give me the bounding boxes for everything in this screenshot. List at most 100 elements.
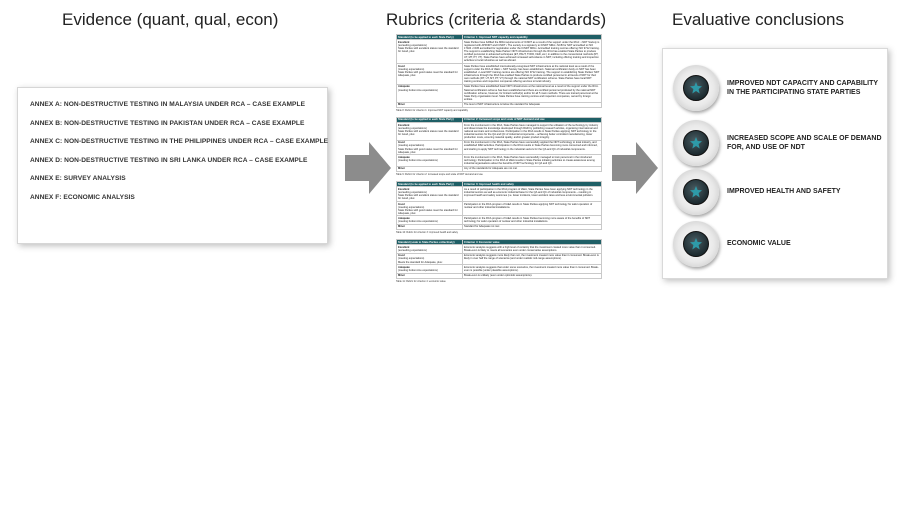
right-arrow-icon (612, 142, 658, 194)
annex-d: ANNEX D: NON-DESTRUCTIVE TESTING IN SRI … (30, 156, 308, 164)
criterion-text: As a result of participation in the RCA … (462, 186, 602, 202)
table-caption: Table 9: Rubric for criterion 2: increas… (396, 173, 483, 177)
level-label: Excellent (398, 40, 410, 44)
table-row: Good(meeting expectations)State Parties … (396, 200, 602, 217)
table-caption: Table 8: Rubric for criterion 1: improve… (396, 108, 468, 112)
criterion-text: Any of the standards for Adequate are no… (462, 165, 602, 173)
rubric-table-criterion-4: Standard (scale to State Parties collect… (396, 239, 602, 279)
table-header-cell: Criterion 4: Economic value (462, 239, 602, 246)
annex-c: ANNEX C: NON-DESTRUCTIVE TESTING IN THE … (30, 138, 329, 146)
level-note: State Parties with excellent status meet… (398, 47, 459, 54)
table-header-cell: Criterion 2: Increased scope and scale o… (462, 116, 602, 124)
level-label: Good (398, 202, 405, 206)
criterion-text: From the involvement in the RCA, State P… (462, 139, 602, 156)
annex-e: ANNEX E: SURVEY ANALYSIS (30, 175, 126, 183)
level-label: Minor (398, 167, 406, 171)
level-sub: (meeting bottom-line expectations) (398, 88, 438, 92)
medal-badge-icon (673, 169, 719, 215)
level-label: Adequate (398, 85, 410, 89)
level-note: State Parties with excellent status meet… (398, 129, 459, 136)
level-sub: (meeting bottom-line expectations) (398, 268, 438, 272)
table-row: Excellent(exceeding expectations)State P… (396, 122, 602, 141)
table-row: Good(meeting expectations)Meets the stan… (396, 252, 602, 266)
level-sub: (exceeding expectations) (398, 43, 427, 47)
level-label: Excellent (398, 123, 410, 127)
level-label: Excellent (398, 187, 410, 191)
medal-badge-icon (673, 120, 719, 166)
conclusion-item: IMPROVED HEALTH AND SAFETY (673, 169, 885, 215)
conclusions-title: Evaluative conclusions (672, 10, 844, 29)
conclusion-label: IMPROVED HEALTH AND SAFETY (727, 188, 841, 196)
level-label: Minor (398, 274, 406, 278)
table-row: Excellent(exceeding expectations)State P… (396, 186, 602, 202)
conclusion-item: INCREASED SCOPE AND SCALE OF DEMAND FOR,… (673, 120, 885, 166)
level-sub: (exceeding expectations) (398, 191, 427, 195)
level-sub: (exceeding expectations) (398, 126, 427, 130)
conclusion-item: IMPROVED NDT CAPACITY AND CAPABILITY IN … (673, 65, 885, 111)
level-label: Adequate (398, 265, 410, 269)
level-note: State Parties with excellent status meet… (398, 194, 459, 201)
level-sub: (meeting expectations) (398, 67, 425, 71)
table-header-cell: Criterion 1: Improved NDT capacity and c… (462, 34, 602, 41)
level-label: Good (398, 64, 405, 68)
level-label: Minor (398, 225, 406, 229)
level-label: Good (398, 254, 405, 258)
criterion-text: Break-even is unlikely (even under optim… (462, 272, 602, 279)
evidence-panel: ANNEX A: NON-DESTRUCTIVE TESTING IN MALA… (17, 87, 328, 244)
level-note: State Parties with good status meet the … (398, 208, 458, 215)
criterion-text: From the involvement in the RCA, State P… (462, 154, 602, 167)
table-row: Adequate(meeting bottom-line expectation… (396, 154, 602, 167)
table-row: Good(meeting expectations)State Parties … (396, 63, 602, 85)
table-row: Adequate(meeting bottom-line expectation… (396, 83, 602, 103)
level-sub: (exceeding expectations) (398, 249, 427, 253)
level-note: Meets the standard for Adequate, plus: (398, 260, 443, 264)
right-arrow-icon (345, 142, 391, 194)
table-header-cell: Criterion 3: Improved health and safety (462, 181, 602, 188)
medal-badge-icon (673, 65, 719, 111)
table-row: Minor Standard for Adequate not met (396, 223, 602, 231)
criterion-text: Participation in the RCA program of IAEA… (462, 215, 602, 225)
criterion-text: Standard for Adequate not met (462, 223, 602, 231)
criterion-text: State Parties have established basic NDT… (462, 83, 602, 103)
table-row: Adequate(meeting bottom-line expectation… (396, 215, 602, 225)
level-label: Adequate (398, 217, 410, 221)
table-row: Excellent(exceeding expectations)State P… (396, 39, 602, 65)
level-sub: (meeting expectations) (398, 205, 425, 209)
criterion-text: State Parties have established internati… (462, 63, 602, 85)
table-row: Minor The level of NDT infrastructure is… (396, 101, 602, 108)
rubric-table-criterion-2: Standard (to be applied to each State Pa… (396, 116, 602, 173)
level-sub: (meeting bottom-line expectations) (398, 159, 438, 162)
conclusion-item: ECONOMIC VALUE (673, 221, 885, 267)
criterion-text: From the involvement in the RCA, State P… (462, 122, 602, 141)
annex-b: ANNEX B: NON-DESTRUCTIVE TESTING IN PAKI… (30, 119, 305, 127)
conclusion-label: ECONOMIC VALUE (727, 240, 791, 248)
criterion-text: The level of NDT infrastructure is below… (462, 101, 602, 108)
annex-a: ANNEX A: NON-DESTRUCTIVE TESTING IN MALA… (30, 101, 306, 108)
conclusions-panel: IMPROVED NDT CAPACITY AND CAPABILITY IN … (662, 48, 888, 279)
level-note: State Parties with good status meet the … (398, 147, 458, 154)
criterion-text: Economic analysis suggests with a high l… (462, 244, 602, 254)
rubric-table-criterion-3: Standard (to be applied to each State Pa… (396, 181, 602, 231)
conclusion-label: IMPROVED NDT CAPACITY AND CAPABILITY IN … (727, 79, 878, 96)
level-sub: (meeting expectations) (398, 144, 425, 148)
level-label: Excellent (398, 246, 410, 249)
evidence-title: Evidence (quant, qual, econ) (62, 10, 279, 29)
table-row: Excellent(exceeding expectations) Econom… (396, 244, 602, 254)
criterion-text: Participation in the RCA program of IAEA… (462, 200, 602, 217)
level-note: State Parties with good status meet the … (398, 70, 458, 77)
rubric-table-criterion-1: Standard (to be applied to each State Pa… (396, 34, 602, 108)
criterion-text: Economic analysis suggests more likely t… (462, 252, 602, 266)
level-label: Minor (398, 103, 406, 107)
level-sub: (meeting bottom-line expectations) (398, 220, 438, 224)
annex-f: ANNEX F: ECONOMIC ANALYSIS (30, 193, 135, 201)
rubrics-title: Rubrics (criteria & standards) (386, 10, 607, 29)
criterion-text: Economic analysis suggests that under so… (462, 264, 602, 274)
table-caption: Table 11: Rubric for criterion 4: econom… (396, 279, 446, 283)
table-row: Good(meeting expectations)State Parties … (396, 139, 602, 156)
table-row: Minor Any of the standards for Adequate … (396, 165, 602, 173)
level-sub: (meeting expectations) (398, 257, 425, 261)
medal-badge-icon (673, 221, 719, 267)
level-label: Adequate (398, 155, 410, 159)
rubric-document: Standard (to be applied to each State Pa… (396, 34, 602, 514)
table-row: Minor Break-even is unlikely (even under… (396, 272, 602, 279)
